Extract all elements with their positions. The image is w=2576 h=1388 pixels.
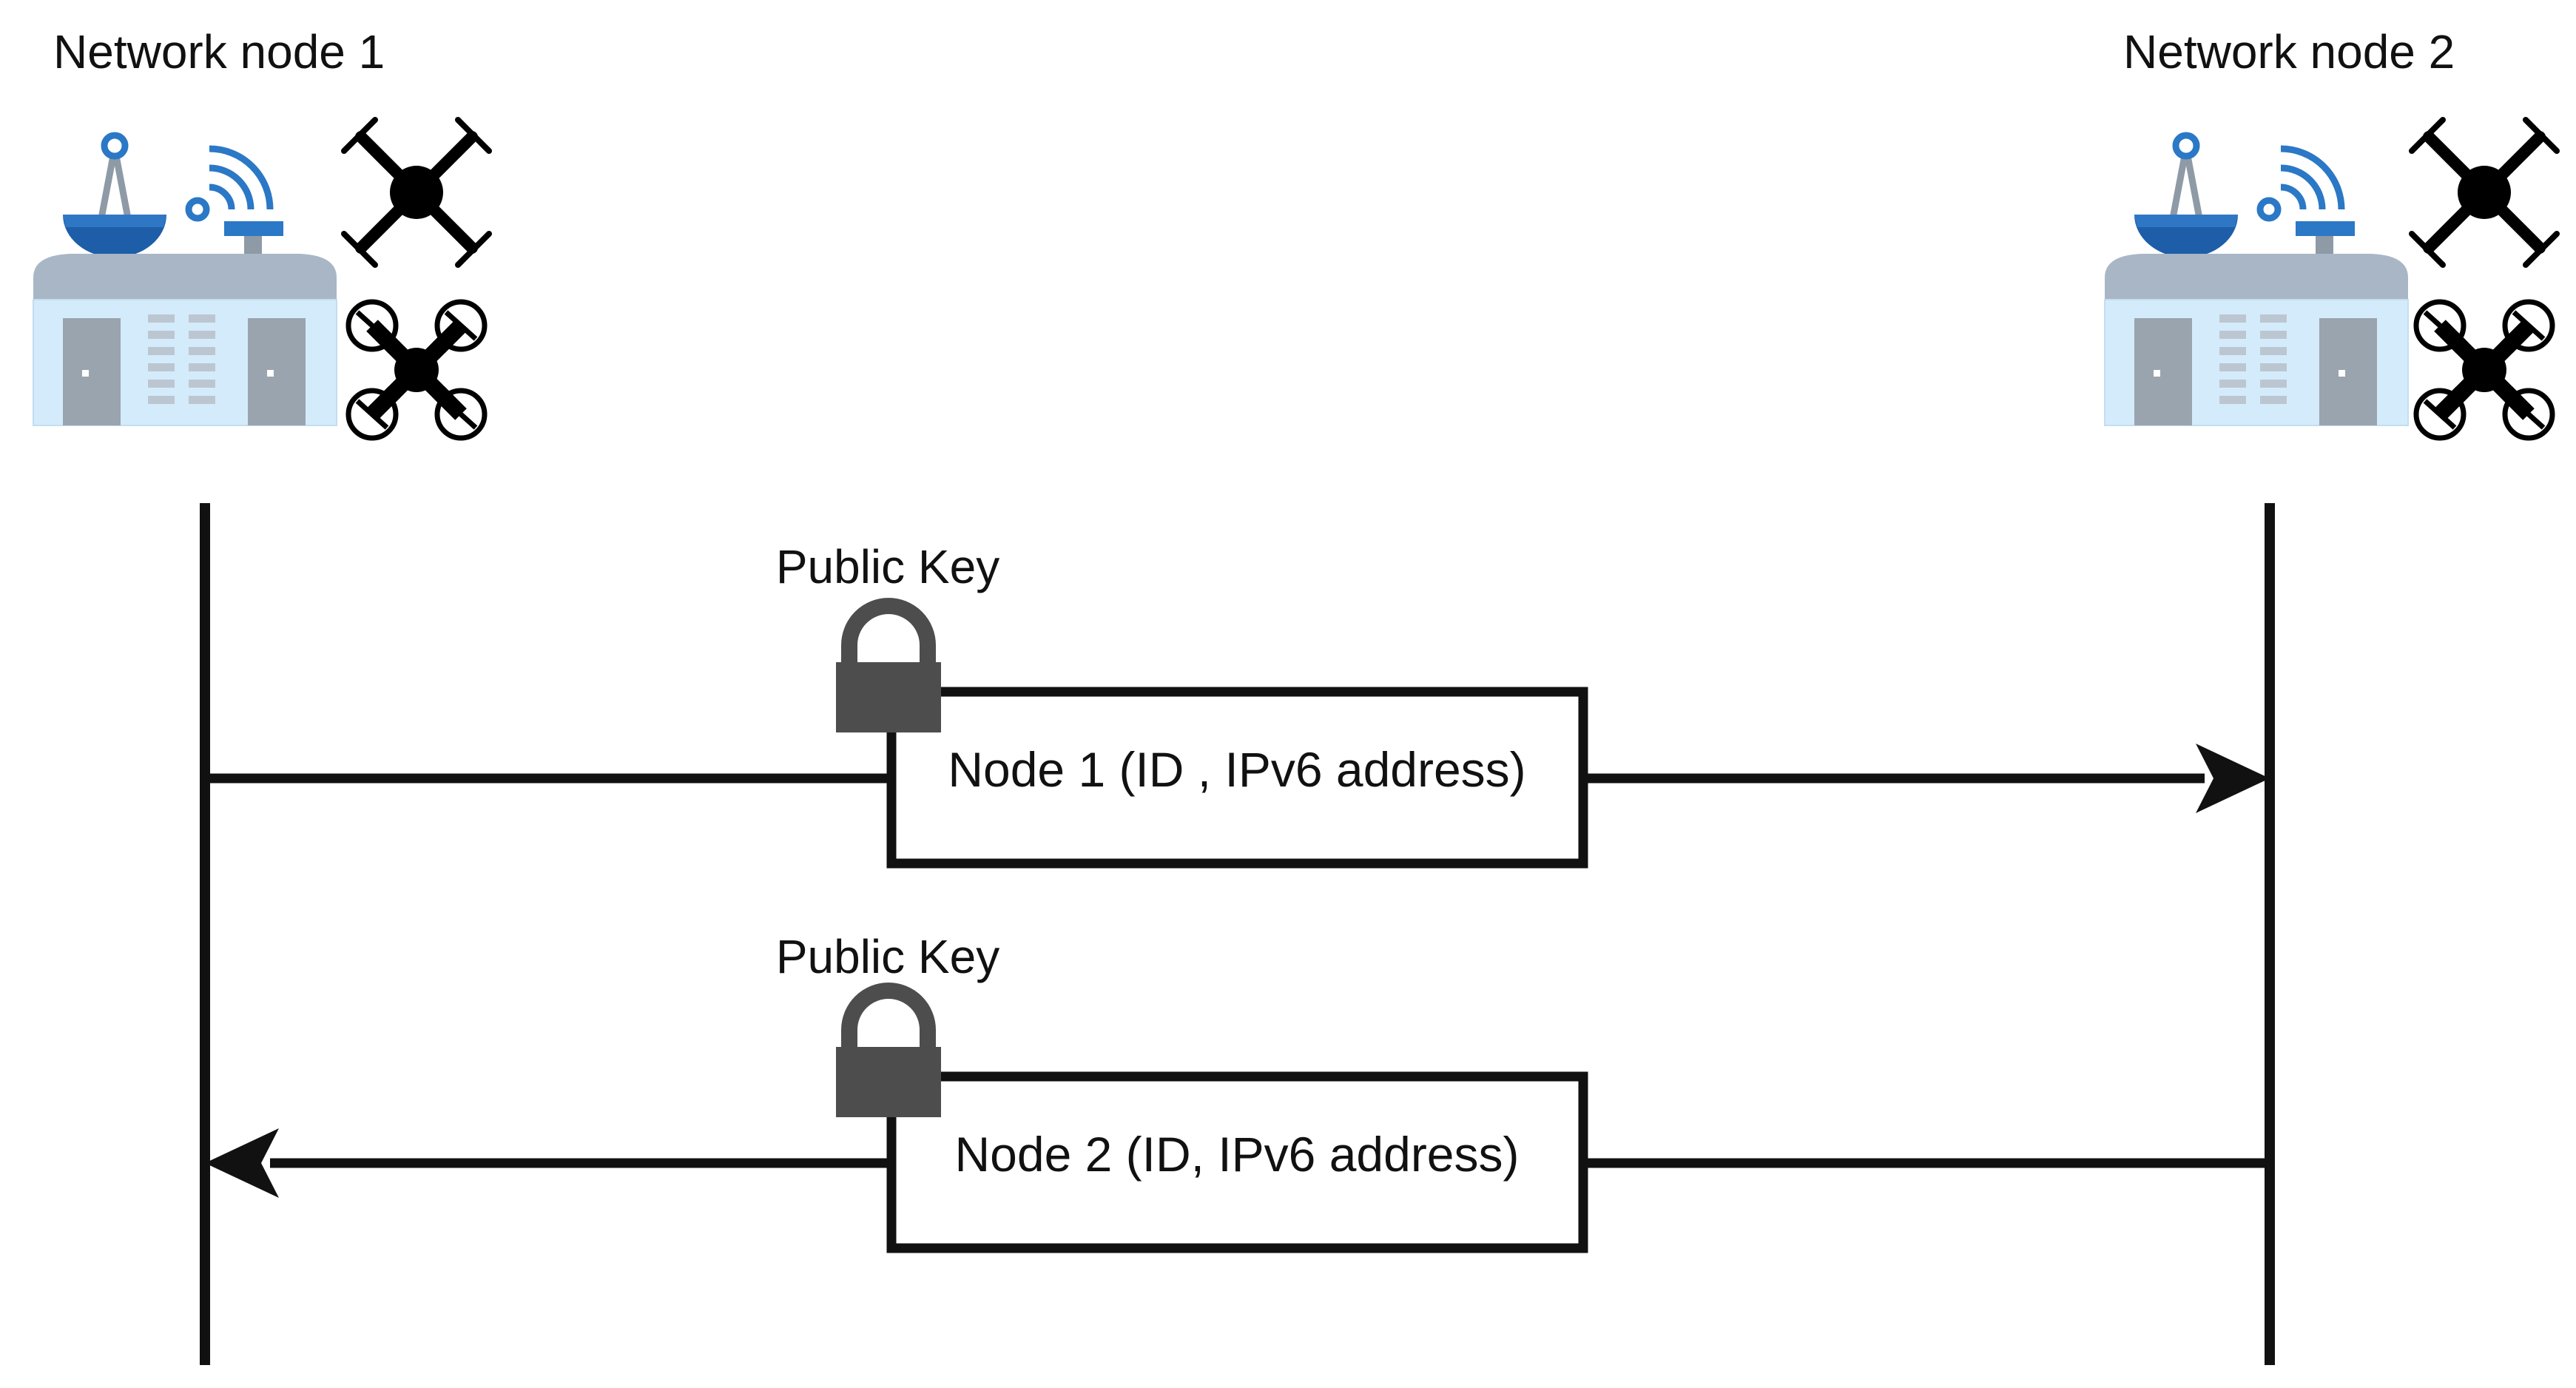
message-2-box — [886, 1071, 1588, 1253]
message-1-box — [886, 687, 1588, 869]
quadcopter-drone-icon — [344, 120, 489, 265]
quadcopter-drone-icon — [2412, 120, 2557, 265]
message-1-public-key-label: Public Key — [776, 540, 999, 593]
quadcopter-drone-guarded-icon — [348, 302, 485, 438]
quadcopter-drone-guarded-icon — [2416, 302, 2552, 438]
arrowhead-left — [205, 1128, 279, 1198]
message-1-payload: Node 1 (ID , IPv6 address) — [948, 742, 1525, 797]
node-1-label: Network node 1 — [53, 25, 385, 78]
ground-station-icon — [33, 135, 337, 425]
message-2-payload: Node 2 (ID, IPv6 address) — [955, 1127, 1520, 1182]
message-2: Node 2 (ID, IPv6 address) Public Key — [205, 930, 2270, 1253]
padlock-icon — [836, 606, 941, 732]
arrowhead-right — [2196, 744, 2270, 813]
ground-station-icon — [2105, 135, 2408, 425]
node-2-label: Network node 2 — [2123, 25, 2455, 78]
message-1: Node 1 (ID , IPv6 address) Public Key — [205, 540, 2270, 869]
message-2-public-key-label: Public Key — [776, 930, 999, 983]
padlock-icon — [836, 991, 941, 1117]
